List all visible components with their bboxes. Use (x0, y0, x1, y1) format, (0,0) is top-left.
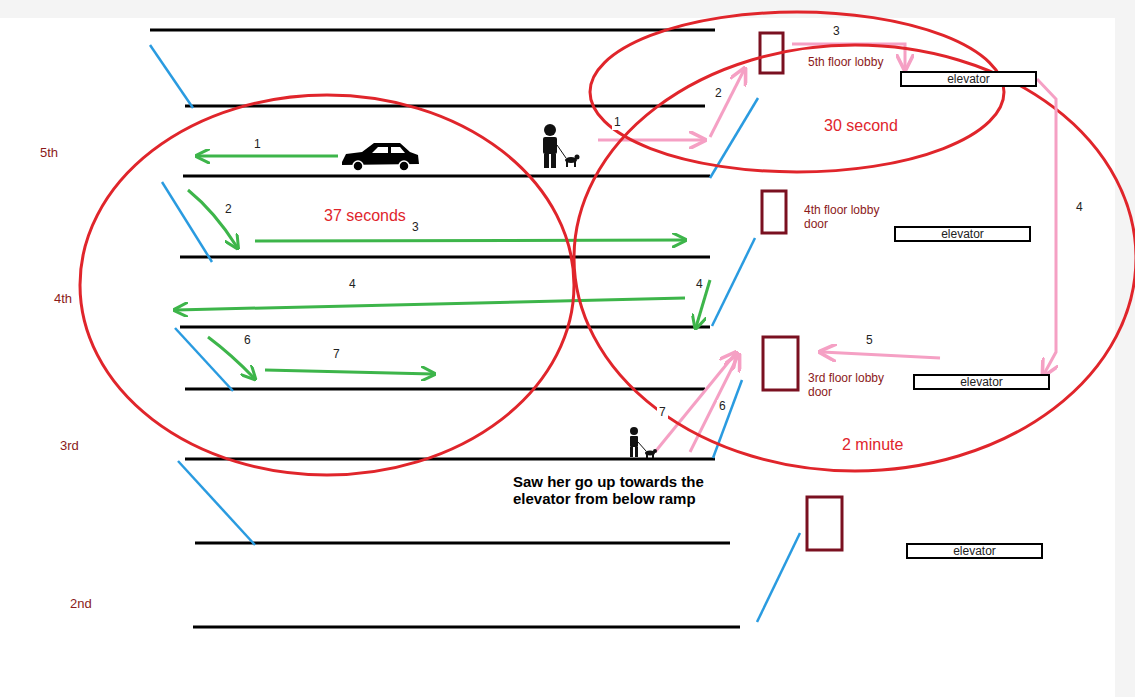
page-margin (0, 0, 1135, 18)
person-with-dog (543, 124, 580, 168)
callout-number: 3 (410, 221, 421, 235)
callout-number: 7 (331, 348, 342, 362)
callout-number: 1 (252, 138, 263, 152)
callout-number: 4 (694, 278, 705, 292)
callout-number: 2 (223, 203, 234, 217)
elevator-box: elevator (894, 226, 1031, 242)
lobby-doors (760, 33, 842, 550)
floor-label: 3rd (60, 439, 79, 454)
car-icon (342, 143, 419, 171)
callout-number: 6 (242, 334, 253, 348)
box-text: elevator (947, 73, 990, 85)
callout-number: 3 (831, 25, 842, 39)
callout-number: 2 (713, 87, 724, 101)
pink-route (598, 44, 940, 452)
lobby-label: 4th floor lobby door (804, 204, 904, 232)
person-with-dog (630, 427, 657, 458)
callout-number: 4 (1074, 201, 1085, 215)
time-regions (80, 12, 1135, 475)
box-text: elevator (941, 228, 984, 240)
route-arrow (1037, 79, 1056, 374)
callout-number: 6 (717, 400, 728, 414)
floor-label: 4th (54, 292, 72, 307)
time-note: 2 minute (842, 436, 903, 454)
box-text: elevator (953, 545, 996, 557)
green-route (176, 156, 710, 378)
callout-number: 1 (612, 116, 623, 130)
floor-label: 5th (40, 146, 58, 161)
box-text: elevator (960, 376, 1003, 388)
lobby-label: 5th floor lobby (808, 56, 883, 70)
callout-number: 4 (347, 278, 358, 292)
elevator-box: elevator (900, 71, 1037, 87)
time-note: 37 seconds (324, 207, 406, 225)
time-note: 30 second (824, 117, 898, 135)
witness-note: Saw her go up towards the elevator from … (513, 473, 735, 508)
callout-number: 7 (657, 406, 668, 420)
elevator-box: elevator (913, 374, 1050, 390)
lobby-label: 3rd floor lobby door (808, 372, 908, 400)
callout-number: 5 (864, 334, 875, 348)
page-margin (1115, 0, 1135, 697)
elevator-box: elevator (906, 543, 1043, 559)
floor-label: 2nd (70, 597, 92, 612)
